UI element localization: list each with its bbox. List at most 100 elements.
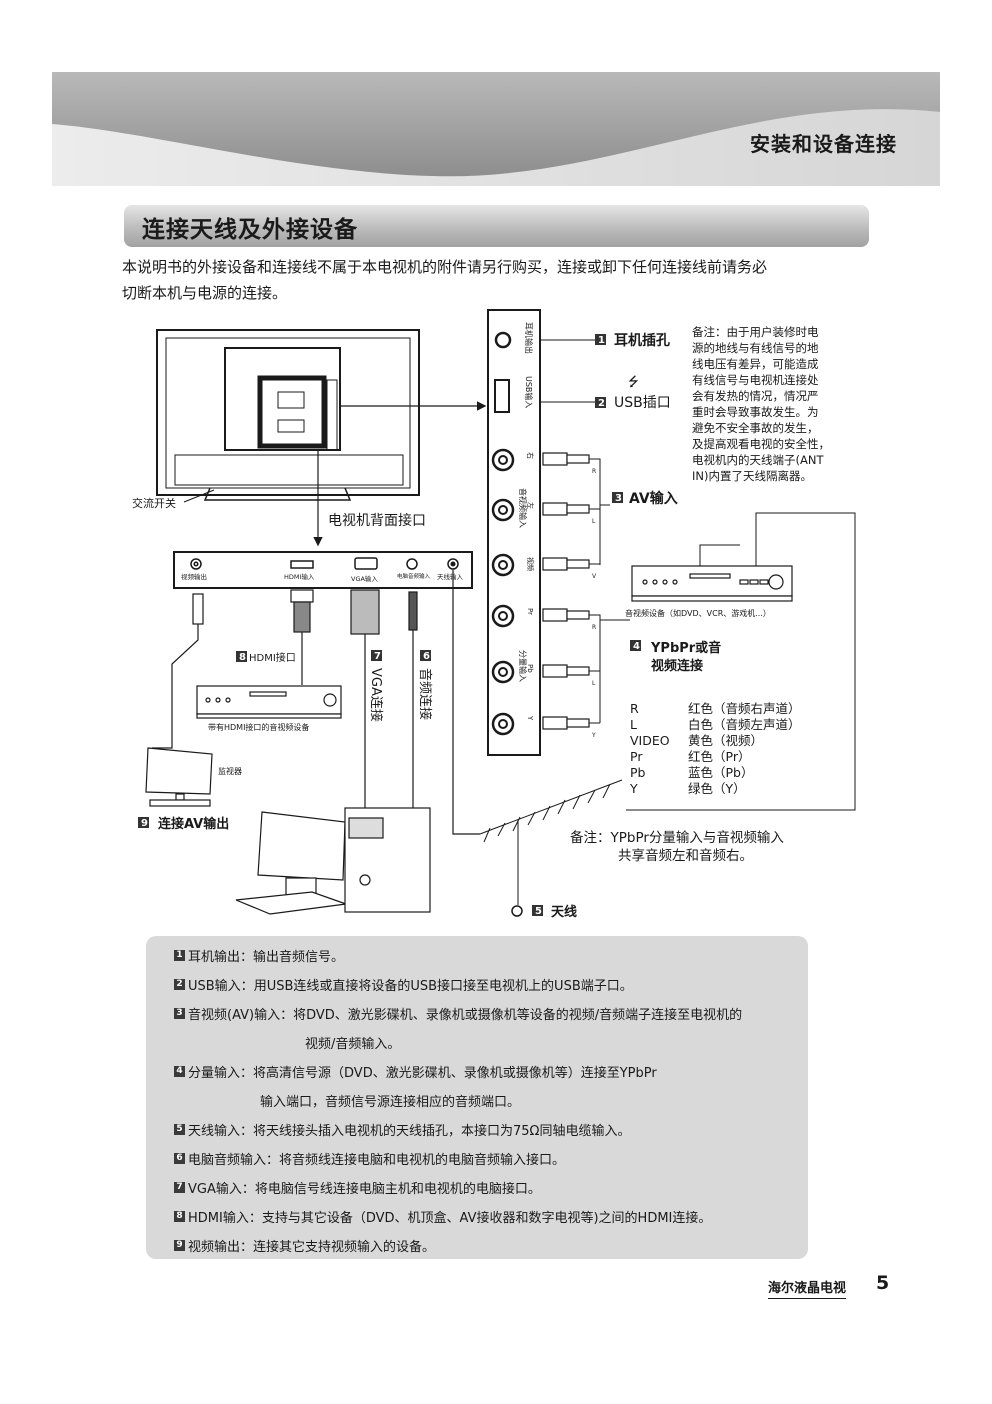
legend-signal: R — [630, 701, 639, 716]
computer-illustration — [235, 807, 431, 915]
callout-1: 1 耳机插孔 — [595, 332, 670, 349]
legend-signal: VIDEO — [630, 733, 670, 748]
share-note-line-2: 共享音频左和音频右。 — [618, 847, 753, 864]
note-number: 6 — [174, 1153, 185, 1164]
antenna-illustration — [479, 779, 623, 905]
callout-9: 9 连接AV输出 — [138, 816, 229, 832]
monitor-caption: 监视器 — [218, 766, 242, 776]
rca-plugs — [542, 452, 590, 730]
side-label-usb: USB输入 — [524, 376, 534, 408]
header-band — [52, 72, 940, 186]
svg-text:2: 2 — [598, 398, 605, 409]
jack-mark-left: 左 — [526, 502, 535, 509]
legend-color: 黄色（视频） — [688, 733, 763, 748]
svg-text:9: 9 — [141, 818, 148, 829]
jack-mark-y: Y — [526, 715, 534, 721]
share-note-line-1: 备注：YPbPr分量输入与音视频输入 — [570, 829, 784, 846]
note-term: 电脑音频输入： — [188, 1153, 280, 1168]
warning-line: IN)内置了天线隔离器。 — [692, 469, 812, 483]
svg-text:1: 1 — [598, 335, 605, 346]
note-text: 将天线接头插入电视机的天线插孔，本接口为75Ω同轴电缆输入。 — [253, 1124, 631, 1139]
note-text: 将DVD、激光影碟机、录像机或摄像机等设备的视频/音频端子连接至电视机的 — [293, 1008, 743, 1023]
intro-line-2: 切断本机与电源的连接。 — [122, 284, 288, 302]
warning-line: 电视机内的天线端子(ANT — [692, 453, 824, 467]
jack-mark-video: 视频 — [526, 557, 535, 571]
note-term: VGA输入： — [188, 1182, 255, 1197]
callout-3: 3 AV输入 — [612, 490, 678, 507]
connection-diagram: 交流开关 电视机背面接口 耳机输出 USB输入 音视频输入 分量输入 右 左 视… — [132, 309, 856, 920]
note-number: 1 — [174, 950, 185, 961]
warning-line: 线电压有差异，可能造成 — [692, 357, 819, 371]
footer-brand: 海尔液晶电视 — [768, 1277, 847, 1299]
callout-4-label-1: YPbPr或音 — [650, 640, 721, 656]
note-text: 将高清信号源（DVD、激光影碟机、录像机或摄像机等）连接至YPbPr — [253, 1066, 657, 1081]
power-switch-label: 交流开关 — [132, 496, 176, 510]
av-device-illustration — [631, 565, 793, 602]
note-number: 2 — [174, 979, 185, 990]
svg-text:5: 5 — [535, 906, 542, 917]
side-label-headphone: 耳机输出 — [524, 322, 534, 354]
side-label-av: 音视频输入 — [518, 488, 528, 528]
note-term: 视频输出： — [188, 1240, 254, 1255]
warning-line: 避免不安全事故的发生， — [692, 421, 819, 435]
note-number: 7 — [174, 1182, 185, 1193]
callout-4-label-2: 视频连接 — [651, 658, 703, 674]
note-number: 5 — [174, 1124, 185, 1135]
panel-label-video-out: 视频输出 — [181, 572, 207, 581]
note-text: 将音频线连接电脑和电视机的电脑音频输入接口。 — [279, 1153, 566, 1168]
callout-3-label: AV输入 — [629, 490, 678, 507]
jack-mark-pb: Pb — [526, 664, 534, 673]
hdmi-device-illustration — [196, 685, 342, 719]
header-title: 安装和设备连接 — [750, 132, 897, 156]
note-number: 9 — [174, 1240, 185, 1251]
warning-line: 重时会导致事故发生。为 — [692, 405, 819, 419]
note-number: 3 — [174, 1008, 185, 1019]
warning-line: 会有发热的情况，情况严 — [692, 389, 819, 403]
plug-letter-l2: L — [592, 680, 596, 687]
warning-note: 备注：由于用户装修时电 源的地线与有线信号的地 线电压有差异，可能造成 有线信号… — [692, 325, 830, 483]
warning-line: 有线信号与电视机连接处 — [692, 373, 819, 387]
callout-6: 6 音频连接 — [417, 650, 433, 720]
legend-signal: Pb — [630, 765, 646, 780]
note-term: 耳机输出： — [188, 950, 254, 965]
note-number: 4 — [174, 1066, 185, 1077]
panel-label-hdmi: HDMI输入 — [284, 572, 315, 581]
jack-mark-right: 右 — [526, 452, 535, 459]
panel-label-antenna: 天线输入 — [437, 572, 464, 581]
legend-color: 红色（Pr） — [688, 749, 750, 764]
av-device-caption: 音视频设备（如DVD、VCR、游戏机...） — [625, 608, 771, 618]
legend-color: 红色（音频右声道） — [688, 701, 801, 716]
note-term: 分量输入： — [188, 1066, 254, 1081]
note-text: 用USB连线或直接将设备的USB接口接至电视机上的USB端子口。 — [253, 979, 633, 994]
notes-box — [146, 936, 808, 1259]
note-text: 输出音频信号。 — [253, 950, 345, 965]
usb-icon: ⭍ — [628, 375, 639, 390]
side-label-component: 分量输入 — [518, 650, 528, 682]
callout-5-label: 天线 — [551, 904, 577, 920]
back-interface-label: 电视机背面接口 — [328, 512, 426, 529]
warning-line: 源的地线与有线信号的地 — [692, 341, 819, 355]
note-term: USB输入： — [188, 979, 254, 994]
section-title-bar — [124, 205, 869, 247]
panel-label-vga: VGA输入 — [351, 574, 378, 583]
color-legend: R 红色（音频右声道） L 白色（音频左声道） VIDEO 黄色（视频） Pr … — [629, 701, 801, 796]
tv-back-illustration — [156, 329, 420, 501]
bottom-interface-panel — [173, 551, 473, 589]
legend-color: 白色（音频左声道） — [688, 717, 801, 732]
plug-letter-r: R — [592, 468, 596, 475]
note-term: 天线输入： — [188, 1124, 254, 1139]
note-term: 音视频(AV)输入： — [188, 1008, 294, 1023]
legend-signal: Y — [629, 781, 638, 796]
warning-line: 及提高观看电视的安全性， — [692, 437, 830, 451]
callout-4: 4 YPbPr或音 视频连接 — [630, 640, 721, 674]
legend-color: 蓝色（Pb） — [688, 765, 753, 780]
note-text: 支持与其它设备（DVD、机顶盒、AV接收器和数字电视等)之间的HDMI连接。 — [261, 1211, 712, 1226]
callout-7: 7 VGA连接 — [368, 650, 384, 722]
